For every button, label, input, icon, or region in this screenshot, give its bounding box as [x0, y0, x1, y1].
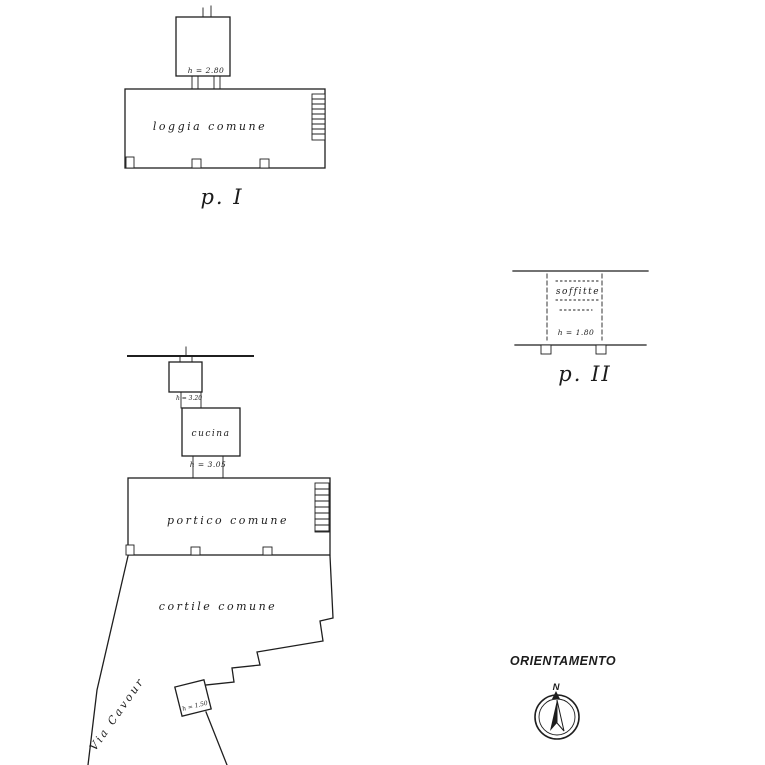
pillar [125, 156, 135, 169]
kitchen-height-note: h = 3.05 [190, 460, 227, 469]
courtyard-label: cortile comune [159, 600, 277, 613]
stairs-treads-upper [311, 98, 326, 135]
pillar [125, 544, 135, 556]
shed-outline [174, 679, 212, 717]
height-note-upper: h = 2.80 [188, 66, 225, 75]
upper-small-room [175, 16, 231, 77]
kitchen-label: cucina [192, 429, 231, 439]
stairs-treads-ground [314, 488, 330, 532]
door-jambs-upper [191, 75, 221, 90]
kitchen-outline [181, 407, 241, 457]
pillar [262, 546, 273, 556]
plan-upper-label: p. I [200, 185, 243, 209]
landing-to-kitchen-jambs [180, 391, 202, 409]
compass-outer-circle [534, 694, 580, 740]
pillar [190, 546, 201, 556]
kitchen-to-portico-jambs [192, 455, 224, 479]
plan-second-floor: soffitte h = 1.80 p. II [512, 270, 649, 386]
pillar [595, 344, 607, 355]
compass-needle-light [556, 699, 565, 732]
portico-label: portico comune [167, 514, 289, 527]
loggia-room-label: loggia comune [153, 120, 267, 133]
plan-ground-floor: h = 3.20 cucina h = 3.05 portico comune … [87, 346, 334, 765]
compass-needle-dark [550, 700, 557, 731]
stair-landing-box [168, 361, 203, 393]
chimney-ticks [202, 5, 212, 19]
pillar [259, 158, 270, 169]
orientation-block: ORIENTAMENTO N [510, 654, 616, 740]
orientation-title: ORIENTAMENTO [510, 654, 616, 668]
attic-dotted-marks [555, 280, 599, 311]
landing-jambs [179, 355, 193, 363]
pillar [540, 344, 552, 355]
shed: h = 1.50 [174, 679, 212, 717]
plan-second-label: p. II [558, 362, 611, 386]
attic-height-note: h = 1.80 [558, 328, 595, 337]
courtyard-jagged-boundary [205, 555, 334, 686]
street-boundary-line [87, 555, 129, 765]
attic-room-label: soffitte [556, 287, 600, 297]
loggia-room-outline [124, 88, 326, 169]
stairs-outline-upper [311, 93, 326, 141]
courtyard-boundary-lower [205, 711, 228, 765]
north-label: N [553, 682, 561, 693]
pillar [191, 158, 202, 169]
portico-outline [127, 477, 331, 556]
attic-dashed-walls [546, 273, 603, 341]
street-name-label: Via Cavour [87, 675, 147, 753]
stair-height-note: h = 3.20 [176, 395, 202, 402]
compass-inner-circle [538, 698, 576, 736]
plan-upper-floor: h = 2.80 loggia comune p. I [124, 5, 326, 209]
